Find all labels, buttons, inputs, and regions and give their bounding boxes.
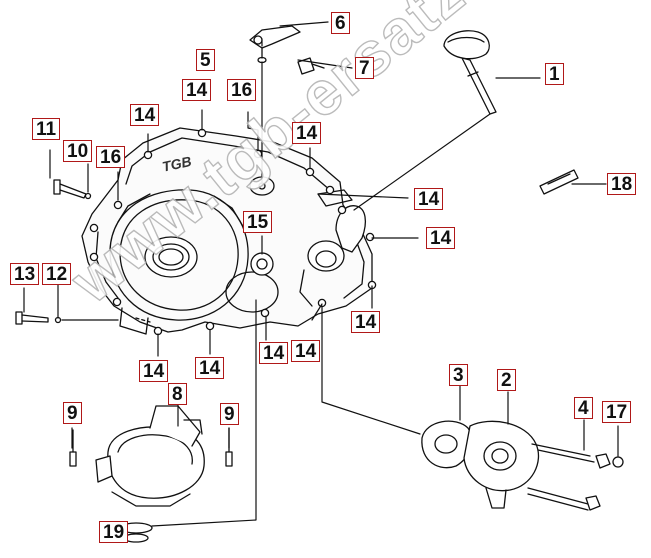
engine-cover — [81, 127, 373, 335]
callout-14-a[interactable]: 14 — [130, 104, 160, 126]
callout-14-f[interactable]: 14 — [351, 311, 381, 333]
dipstick — [443, 30, 497, 115]
leader-lines — [23, 21, 619, 527]
callout-13[interactable]: 13 — [10, 263, 40, 285]
cover-bolt-holes — [89, 128, 377, 336]
water-pump — [69, 405, 233, 543]
callout-6[interactable]: 6 — [331, 12, 350, 34]
callout-4[interactable]: 4 — [574, 397, 593, 419]
callout-17[interactable]: 17 — [602, 401, 632, 423]
cover-bolts — [15, 179, 119, 325]
callout-5[interactable]: 5 — [196, 49, 215, 71]
callout-14-i[interactable]: 14 — [195, 357, 225, 379]
callout-9-left[interactable]: 9 — [63, 402, 82, 424]
callout-18[interactable]: 18 — [607, 173, 637, 195]
callout-16-a[interactable]: 16 — [96, 146, 126, 168]
callout-14-d[interactable]: 14 — [414, 188, 444, 210]
callout-10[interactable]: 10 — [63, 140, 93, 162]
callout-12[interactable]: 12 — [42, 263, 72, 285]
callout-16-b[interactable]: 16 — [227, 79, 257, 101]
callout-2[interactable]: 2 — [497, 369, 516, 391]
callout-14-e[interactable]: 14 — [426, 227, 456, 249]
callout-14-g[interactable]: 14 — [291, 340, 321, 362]
callout-3[interactable]: 3 — [449, 364, 468, 386]
callout-9-right[interactable]: 9 — [220, 403, 239, 425]
thermostat-housing — [421, 420, 624, 511]
engraving-text: TGB — [161, 153, 193, 175]
callout-14-j[interactable]: 14 — [139, 360, 169, 382]
callout-19[interactable]: 19 — [99, 521, 129, 543]
callout-1[interactable]: 1 — [545, 63, 564, 85]
pin — [539, 169, 579, 195]
callout-11[interactable]: 11 — [32, 118, 61, 140]
callout-14-c[interactable]: 14 — [292, 122, 322, 144]
callout-7[interactable]: 7 — [355, 57, 374, 79]
callout-14-b[interactable]: 14 — [182, 79, 212, 101]
callout-14-h[interactable]: 14 — [259, 342, 289, 364]
callout-15[interactable]: 15 — [243, 211, 273, 233]
callout-8[interactable]: 8 — [168, 383, 187, 405]
